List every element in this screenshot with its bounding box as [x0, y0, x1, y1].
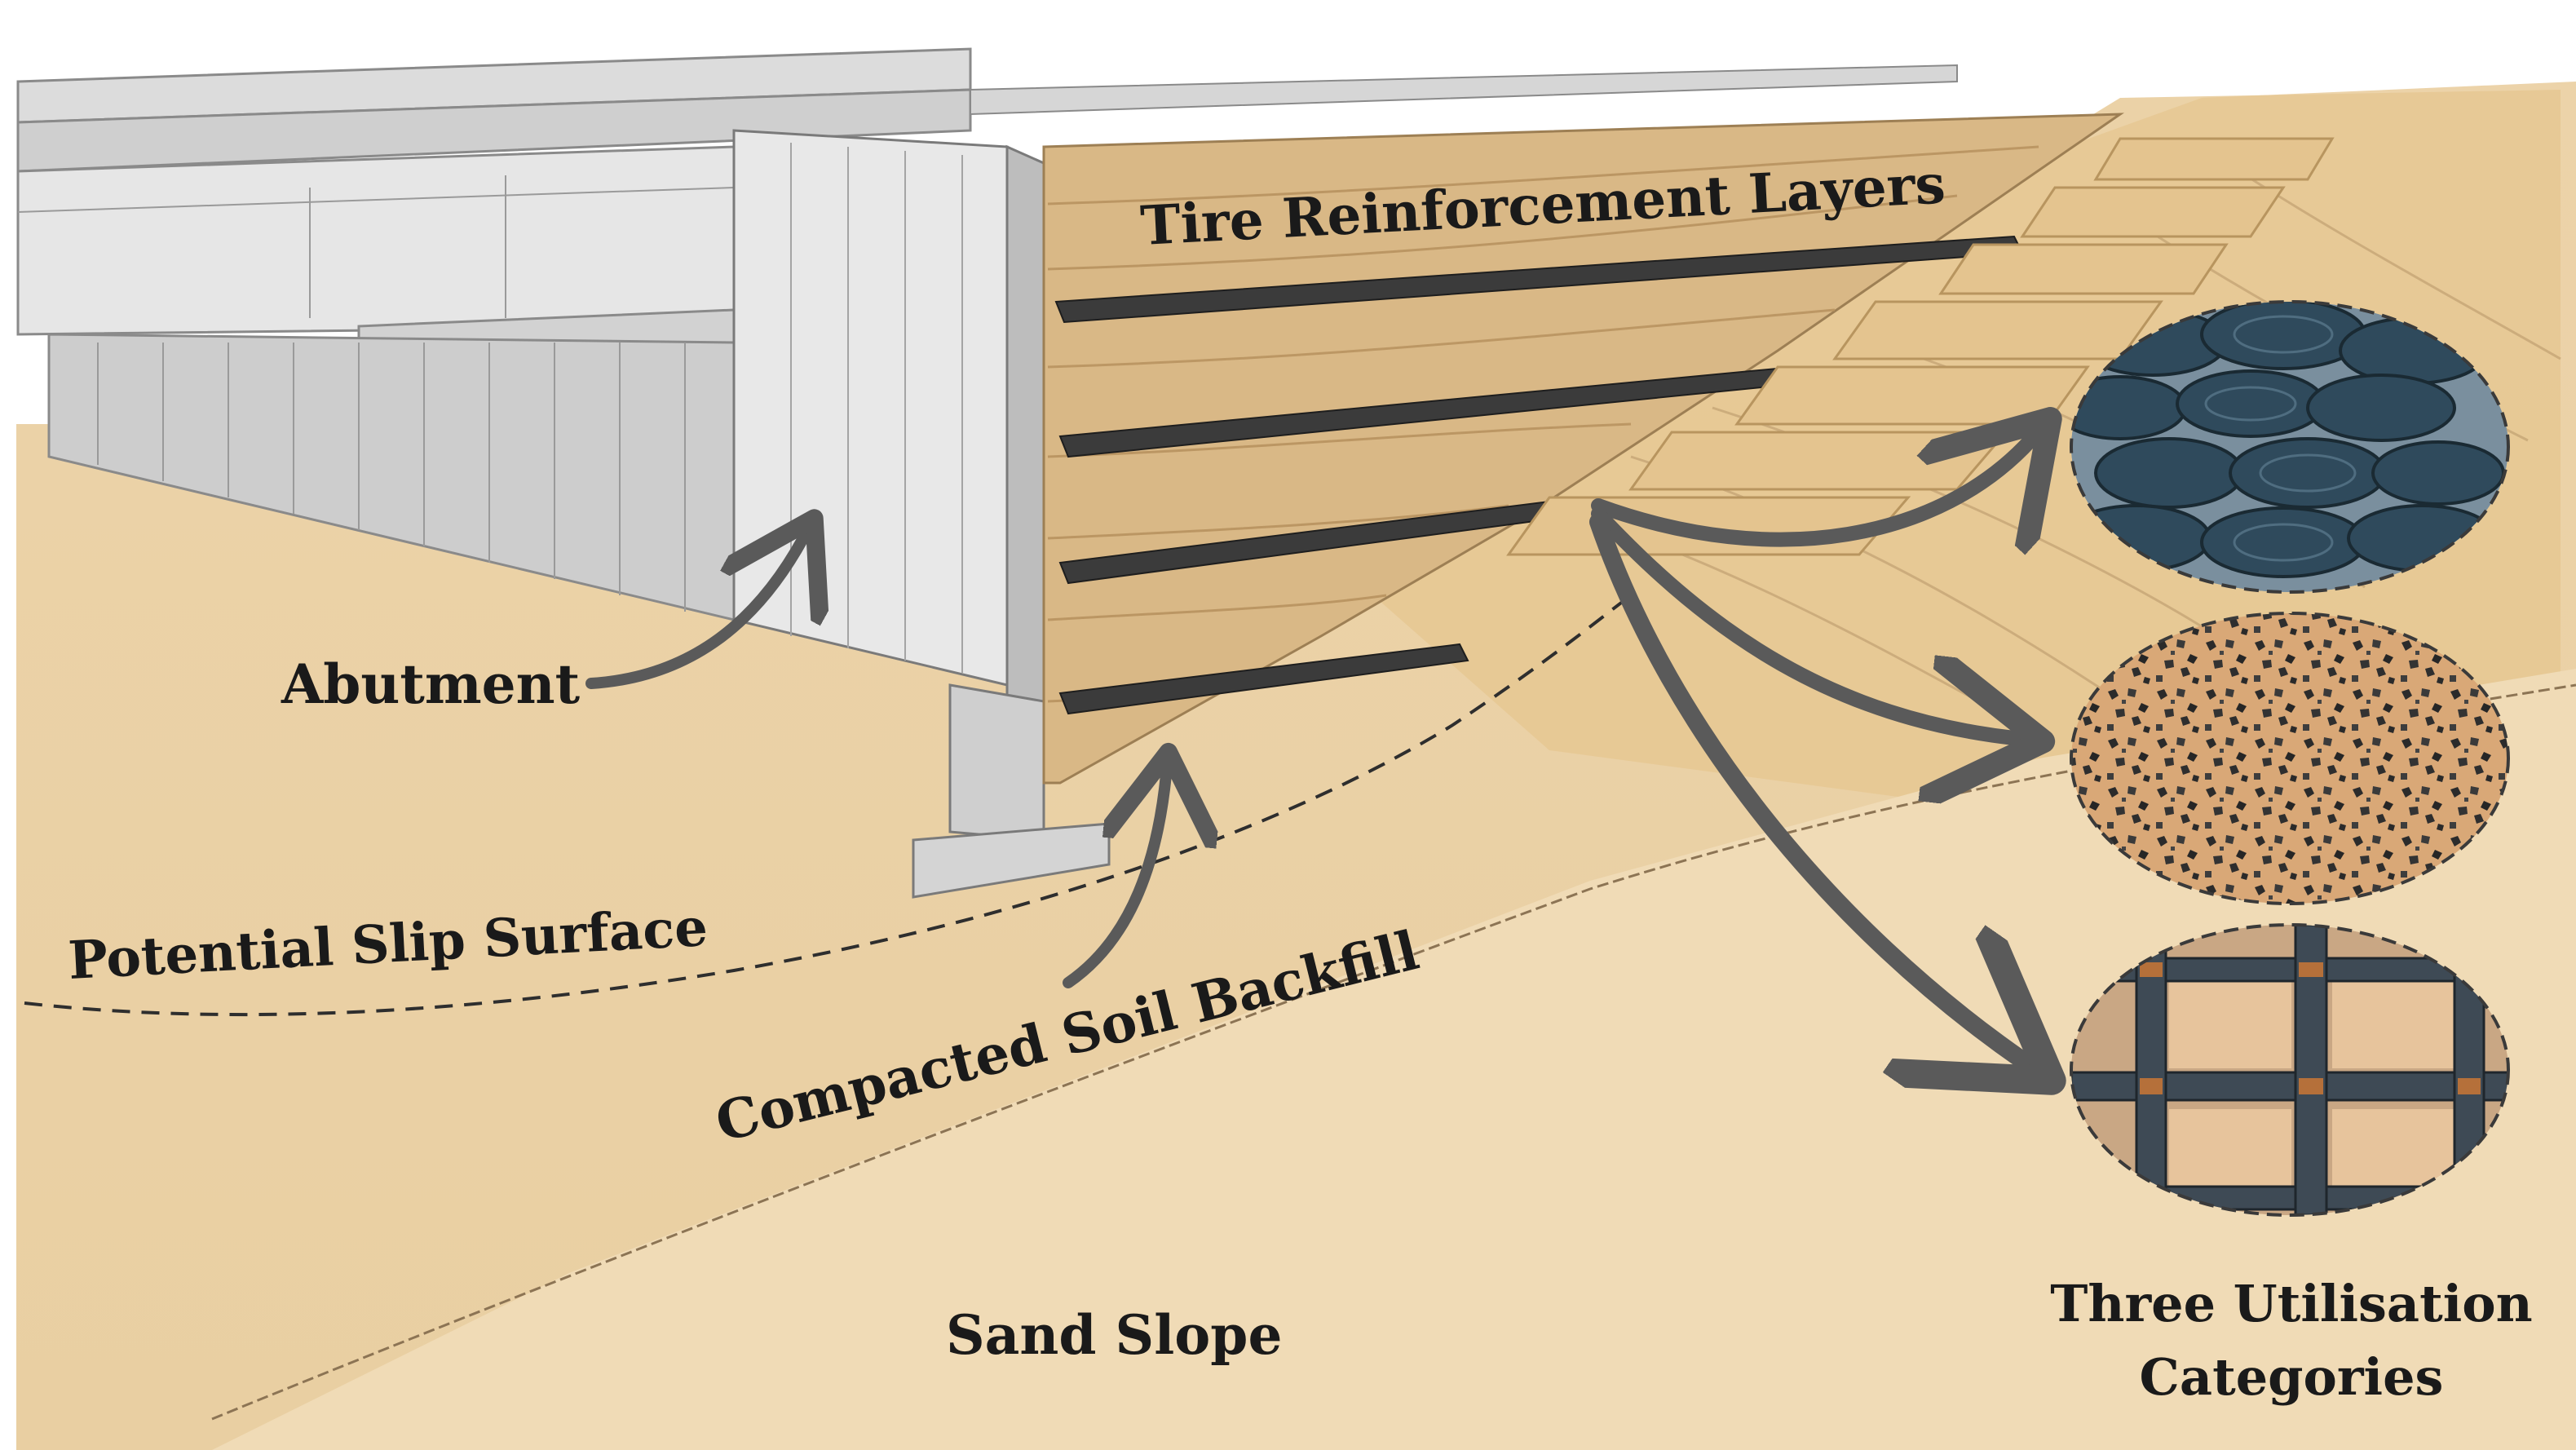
bridge-deck [16, 47, 1958, 393]
sand-slope [212, 669, 2576, 1450]
arrow-to-tire-chips [1591, 506, 2014, 738]
sand-slope-label: Sand Slope [946, 1303, 1282, 1367]
tire-chips-icon [2070, 612, 2510, 905]
abutment-arrow [585, 538, 803, 689]
arrow-to-whole-tires [1591, 440, 2030, 540]
tire-reinforcement-layers [1054, 235, 2024, 715]
tire-strip-grid-icon [2070, 923, 2510, 1217]
arrow-to-tire-grid [1589, 513, 2022, 1060]
potential-slip-surface-line [24, 594, 1633, 1017]
arrows [585, 440, 2030, 1060]
three-utilisation-categories-label-line1: Three Utilisation [2050, 1274, 2532, 1333]
backfill-arrow [1063, 775, 1166, 988]
tire-layer-4 [1058, 643, 1469, 715]
three-utilisation-categories-label-line2: Categories [2140, 1347, 2444, 1407]
compacted-backfill [1042, 113, 2125, 785]
abutment-label: Abutment [281, 652, 581, 716]
